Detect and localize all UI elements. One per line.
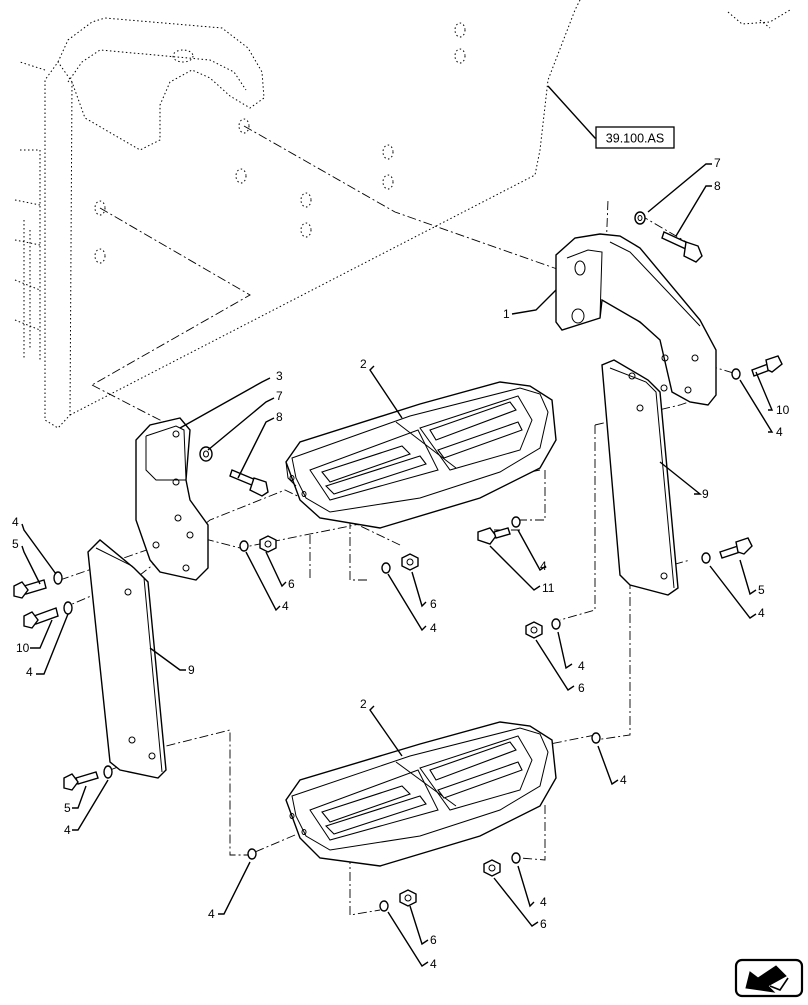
- washer-4-mid-left: [239, 540, 249, 552]
- washer-4-tread-upper-left: [381, 562, 391, 574]
- washer-4-lower-left: [103, 765, 113, 779]
- washer-4-lower-tread-left: [247, 848, 257, 860]
- hardware: [13, 211, 783, 912]
- bolt-10-left: [23, 607, 59, 629]
- callout-6: 6: [288, 577, 295, 591]
- callout-4: 4: [208, 907, 215, 921]
- callout-4: 4: [540, 895, 547, 909]
- callout-10: 10: [776, 403, 790, 417]
- mounting-bracket-left: [135, 417, 209, 581]
- frame-bolt-holes: [94, 22, 466, 264]
- callout-5: 5: [12, 537, 19, 551]
- nut-6-lower-tread-right: [483, 859, 501, 877]
- washer-4-lower-right: [591, 732, 601, 744]
- callout-6: 6: [578, 681, 585, 695]
- callout-10: 10: [16, 641, 30, 655]
- nut-6-tread-upper-left: [401, 553, 419, 571]
- bolt-5-right: [719, 537, 753, 559]
- callout-9: 9: [188, 663, 195, 677]
- callout-6: 6: [430, 597, 437, 611]
- washer-4-left-a: [53, 571, 63, 585]
- washer-4-left-b: [63, 601, 73, 615]
- callout-4: 4: [620, 773, 627, 787]
- callout-8: 8: [276, 410, 283, 424]
- bolt-8-upper: [661, 231, 703, 263]
- callout-9: 9: [702, 487, 709, 501]
- step-tread-lower: [285, 721, 557, 867]
- bolt-5-left: [13, 579, 47, 599]
- callout-5: 5: [758, 583, 765, 597]
- callout-11: 11: [542, 581, 555, 595]
- callout-4: 4: [776, 425, 783, 439]
- mounting-bracket-right: [555, 233, 717, 406]
- step-tread-upper: [285, 381, 557, 529]
- bolt-5-lower-left: [63, 771, 99, 791]
- callout-5: 5: [64, 801, 71, 815]
- callout-2: 2: [360, 697, 367, 711]
- callout-4: 4: [430, 621, 437, 635]
- callout-4: 4: [540, 559, 547, 573]
- washer-7-left: [199, 446, 213, 462]
- washer-4-lower-tread-bottom: [379, 900, 389, 912]
- previous-page-arrow-icon[interactable]: [734, 958, 804, 998]
- callout-7: 7: [276, 389, 283, 403]
- callout-4: 4: [578, 659, 585, 673]
- washer-4-tread-upper-right: [511, 516, 521, 528]
- reference-label: 39.100.AS: [606, 132, 664, 146]
- callout-4: 4: [26, 665, 33, 679]
- callout-4: 4: [758, 606, 765, 620]
- washer-4-lower-tread-right: [511, 852, 521, 864]
- nut-6-lower-tread-bottom: [399, 889, 417, 907]
- washer-4-right-upper: [731, 368, 741, 380]
- callout-7: 7: [714, 156, 721, 170]
- leader-lines: [21, 85, 774, 967]
- bolt-11: [477, 527, 511, 545]
- callout-2: 2: [360, 357, 367, 371]
- callout-4: 4: [430, 957, 437, 971]
- washer-4-right-lower: [701, 552, 711, 564]
- callout-3: 3: [276, 369, 283, 383]
- callout-4: 4: [12, 515, 19, 529]
- washer-7-upper: [634, 211, 646, 225]
- reference-link[interactable]: 39.100.AS: [595, 126, 675, 149]
- side-plate-left: [87, 539, 167, 779]
- callout-labels: 7 8 1 10 4 9 3 7 8 2 4 5 6 4 10 4 9 6 4 …: [12, 156, 790, 971]
- bolt-8-left: [229, 469, 269, 497]
- callout-4: 4: [282, 599, 289, 613]
- bolt-10-right: [751, 355, 783, 377]
- nut-6-right-mid: [525, 621, 543, 639]
- callout-1: 1: [503, 307, 510, 321]
- callout-8: 8: [714, 179, 721, 193]
- tractor-frame-outline: [14, 0, 791, 429]
- nut-6-mid-left: [259, 535, 277, 553]
- side-plate-right: [601, 359, 679, 596]
- washer-4-right-mid: [551, 618, 561, 630]
- callout-4: 4: [64, 823, 71, 837]
- callout-6: 6: [540, 917, 547, 931]
- callout-6: 6: [430, 933, 437, 947]
